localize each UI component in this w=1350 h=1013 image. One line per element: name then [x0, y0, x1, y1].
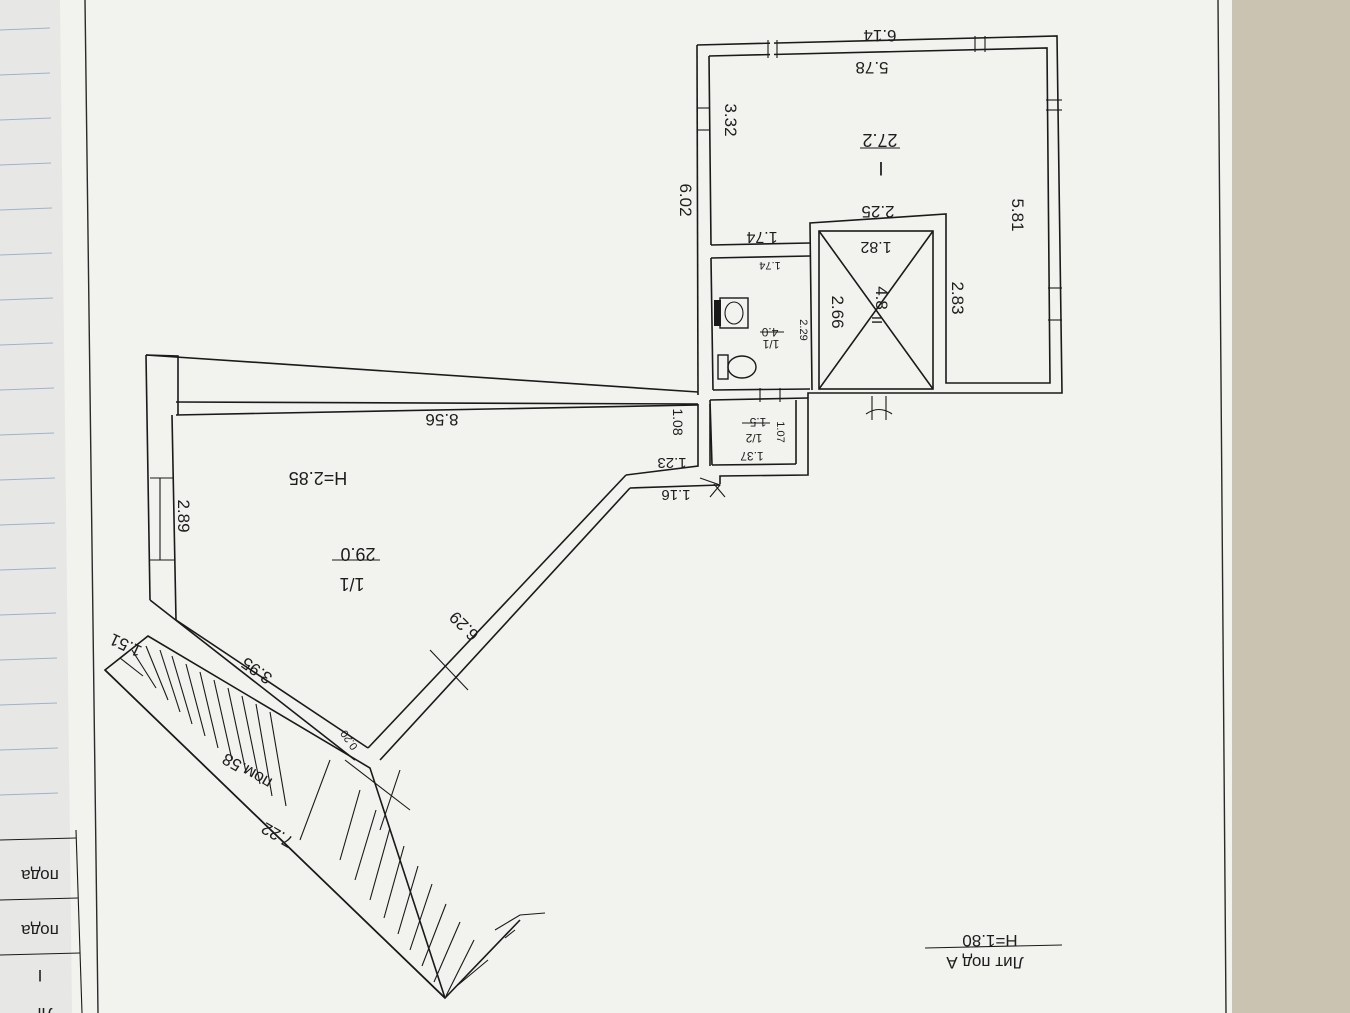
side-stamp: пода пода I Лі: [0, 829, 83, 1013]
stamp-text-3: I: [38, 966, 43, 985]
dim-3-32: 3.32: [721, 103, 740, 136]
room-main-number: 1/1: [339, 574, 364, 594]
dim-1-16: 1.16: [661, 486, 690, 503]
dim-1-74: 1.74: [746, 228, 777, 245]
room-ii-shaft: [818, 230, 934, 390]
dim-2-66: 2.66: [828, 295, 847, 328]
dim-1-37: 1.37: [740, 449, 764, 463]
door-marks: [699, 388, 893, 498]
paper-sheet: [60, 0, 1232, 1013]
dim-2-83: 2.83: [948, 281, 967, 314]
dim-1-07: 1.07: [774, 421, 786, 442]
stamp-text-2: пода: [21, 921, 59, 940]
room-main-area: 29.0: [340, 544, 375, 564]
notebook-lines: [0, 27, 59, 796]
title-block: H=1.80 Лит под А: [924, 931, 1063, 972]
room-ii-area: 4.8: [872, 286, 891, 310]
title-height: H=1.80: [962, 931, 1017, 950]
dim-1-82: 1.82: [860, 238, 891, 255]
toilet-icon: [717, 354, 757, 380]
stamp-text-1: пода: [21, 866, 59, 885]
dim-6-02: 6.02: [676, 183, 695, 216]
left-margin-line: [84, 0, 99, 1013]
room-1-2-number: 1/2: [745, 431, 762, 445]
dim-5-81: 5.81: [1008, 198, 1027, 231]
right-margin-line: [1217, 0, 1227, 1013]
room-main-height: H=2.85: [289, 468, 348, 488]
dim-2-25: 2.25: [861, 202, 894, 221]
room-i-area: 27.2: [862, 130, 897, 150]
dim-5-78: 5.78: [855, 58, 888, 77]
sink-icon: [714, 297, 749, 329]
dim-1-23: 1.23: [657, 454, 686, 471]
room-1-2-area: 1.5: [749, 415, 766, 429]
room-ii-number: II: [868, 316, 885, 324]
stamp-text-4: Лі: [38, 1004, 53, 1013]
staircase: [103, 635, 546, 1000]
wc-number: 1/1: [762, 337, 779, 351]
dim-1-08: 1.08: [670, 408, 686, 435]
dim-8-56: 8.56: [425, 410, 458, 429]
room-i-number: I: [878, 157, 883, 178]
dim-6-14: 6.14: [863, 26, 896, 45]
main-room-walls: [145, 354, 721, 761]
dim-2-29: 2.29: [797, 319, 809, 340]
title-label: Лит под А: [946, 953, 1024, 972]
dim-2-89: 2.89: [174, 499, 193, 532]
desk-surface: [1225, 0, 1350, 1013]
dim-1-74-small: 1.74: [759, 259, 780, 271]
